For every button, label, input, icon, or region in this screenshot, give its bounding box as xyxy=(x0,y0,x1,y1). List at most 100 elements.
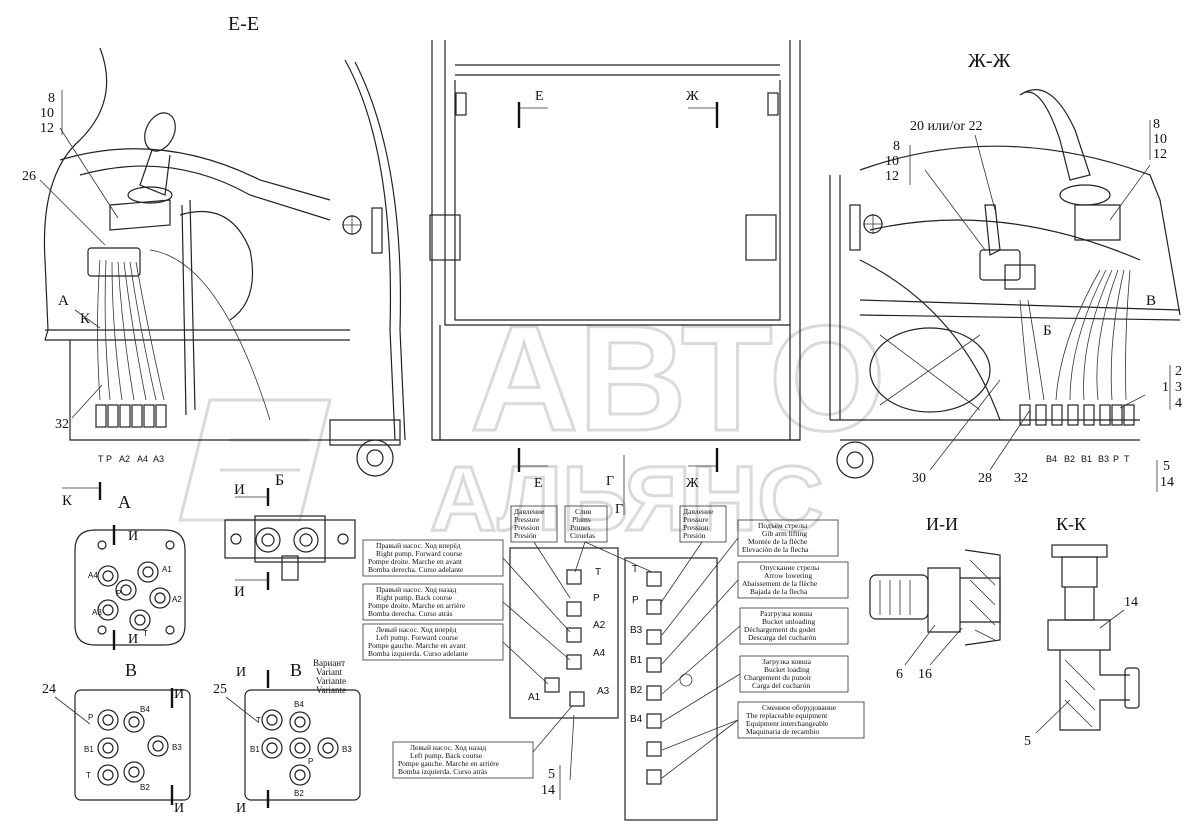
lp-fwd-2: Pompe gauche. Marche en avant xyxy=(368,641,467,650)
section-ii-title: И-И xyxy=(926,514,958,534)
variant-2: Variante xyxy=(316,676,346,686)
port-ml-2: A2 xyxy=(593,620,606,631)
section-kk-title: К-К xyxy=(1056,514,1087,534)
callout-10c: 10 xyxy=(1153,132,1167,147)
lp-fwd-0: Левый насос. Ход вперёд xyxy=(376,625,457,634)
port-left-4: A3 xyxy=(153,454,164,464)
view-a-left: А xyxy=(58,293,69,309)
view-e1: Е xyxy=(535,89,544,104)
lp-back-2: Pompe gauche. Marche en arrière xyxy=(398,759,500,768)
pressure2-2: Pression xyxy=(683,523,709,532)
port-v2-0: T xyxy=(256,716,261,725)
note-boxes: Давление Pressure Pression Presión Слив … xyxy=(362,505,865,779)
callout-26: 26 xyxy=(22,169,36,184)
lp-fwd-1: Left pump. Forward course xyxy=(376,633,459,642)
arrow-down-1: Arrow lowering xyxy=(764,571,812,580)
callout-20: 20 или/or 22 xyxy=(910,119,983,134)
view-b-block: Б И И xyxy=(224,472,356,600)
port-v2-3: B3 xyxy=(342,745,352,754)
bucket-unload-1: Bucket unloading xyxy=(762,617,815,626)
drain-3: Ciruelas xyxy=(570,531,595,540)
callout-4: 4 xyxy=(1175,396,1182,411)
rp-back-2: Pompe droite. Marche en arrière xyxy=(368,601,466,610)
section-ii: И-И 6 16 xyxy=(869,514,1001,682)
drain-0: Слив xyxy=(575,507,592,516)
view-ia2: И xyxy=(128,632,138,647)
port-a-4: A3 xyxy=(92,608,102,617)
bucket-unload-2: Déchargement du godet xyxy=(744,625,816,634)
callout-8a: 8 xyxy=(48,91,55,106)
bucket-unload-3: Descarga del cucharón xyxy=(748,633,816,642)
rp-back-1: Right pump. Back course xyxy=(376,593,453,602)
port-v2-1: B4 xyxy=(294,700,304,709)
equipment-0: Сменное оборудование xyxy=(762,703,837,712)
port-mr-4: B2 xyxy=(630,685,643,696)
port-v1-0: P xyxy=(88,713,93,722)
view-a-title: А xyxy=(118,492,131,512)
callout-5c: 5 xyxy=(548,767,555,782)
view-iv4: И xyxy=(236,801,246,816)
view-v-right: В xyxy=(1146,293,1156,309)
port-v2-4: P xyxy=(308,757,313,766)
view-v1-title: В xyxy=(125,660,137,680)
view-zh1: Ж xyxy=(686,89,699,104)
gib-up-1: Gib arm lifting xyxy=(762,529,807,538)
port-right-1: B2 xyxy=(1064,454,1075,464)
callout-14b: 14 xyxy=(1124,595,1138,610)
callout-10a: 10 xyxy=(40,106,54,121)
port-a-5: T xyxy=(143,629,148,638)
port-a-3: A2 xyxy=(172,595,182,604)
callout-30: 30 xyxy=(912,471,926,486)
section-ee: Е-Е T P A2 xyxy=(22,13,406,509)
pressure2-0: Давление xyxy=(683,507,714,516)
port-v1-5: B2 xyxy=(140,783,150,792)
bucket-load-0: Загрузка ковша xyxy=(762,657,812,666)
watermark-line2: АЛЬЯНС xyxy=(430,448,824,550)
lp-back-1: Left pump. Back course xyxy=(410,751,483,760)
callout-1: 1 xyxy=(1162,380,1169,395)
drain-1: Plums xyxy=(572,515,591,524)
callout-14c: 14 xyxy=(541,783,555,798)
arrow-down-3: Bajada de la flecha xyxy=(750,587,808,596)
rp-back-0: Правый насос. Ход назад xyxy=(376,585,456,594)
port-v1-2: B1 xyxy=(84,745,94,754)
callout-28: 28 xyxy=(978,471,992,486)
port-left-1: P xyxy=(106,454,112,464)
pressure1-2: Pression xyxy=(514,523,540,532)
callout-2: 2 xyxy=(1175,364,1182,379)
rp-fwd-1: Right pump. Forward course xyxy=(376,549,463,558)
port-block: T P A2 A4 A1 A3 T P B3 B1 B2 B4 5 14 xyxy=(509,547,718,821)
variant-1: Variant xyxy=(316,667,342,677)
port-left-3: A4 xyxy=(137,454,148,464)
rp-fwd-0: Правый насос. Ход вперёд xyxy=(376,541,461,550)
port-right-5: T xyxy=(1124,454,1130,464)
port-left-2: A2 xyxy=(119,454,130,464)
port-mr-3: B1 xyxy=(630,655,643,666)
view-v2-title: В xyxy=(290,660,302,680)
section-ee-title: Е-Е xyxy=(228,13,259,35)
lp-back-3: Bomba izquierda. Curso atrás xyxy=(398,767,487,776)
pressure1-1: Pressure xyxy=(514,515,540,524)
pressure1-0: Давление xyxy=(514,507,545,516)
drain-2: Prunes xyxy=(570,523,590,532)
watermark-line1: АВТО xyxy=(470,294,886,462)
port-ml-1: P xyxy=(593,593,600,604)
gib-up-0: Подъём стрелы xyxy=(758,521,807,530)
port-mr-1: P xyxy=(632,595,639,606)
callout-6: 6 xyxy=(896,667,903,682)
callout-5b: 5 xyxy=(1024,734,1031,749)
callout-12c: 12 xyxy=(1153,147,1167,162)
bucket-unload-0: Разгрузка ковша xyxy=(760,609,813,618)
view-iv1: И xyxy=(174,687,184,702)
watermark: АВТО АЛЬЯНС xyxy=(178,293,887,552)
port-right-3: B3 xyxy=(1098,454,1109,464)
callout-10b: 10 xyxy=(885,154,899,169)
port-mr-0: T xyxy=(632,564,638,575)
view-g1: Г xyxy=(606,474,614,489)
section-zhzh-title: Ж-Ж xyxy=(968,50,1011,72)
port-mr-2: B3 xyxy=(630,625,643,636)
bucket-load-1: Bucket loading xyxy=(764,665,810,674)
callout-12a: 12 xyxy=(40,121,54,136)
